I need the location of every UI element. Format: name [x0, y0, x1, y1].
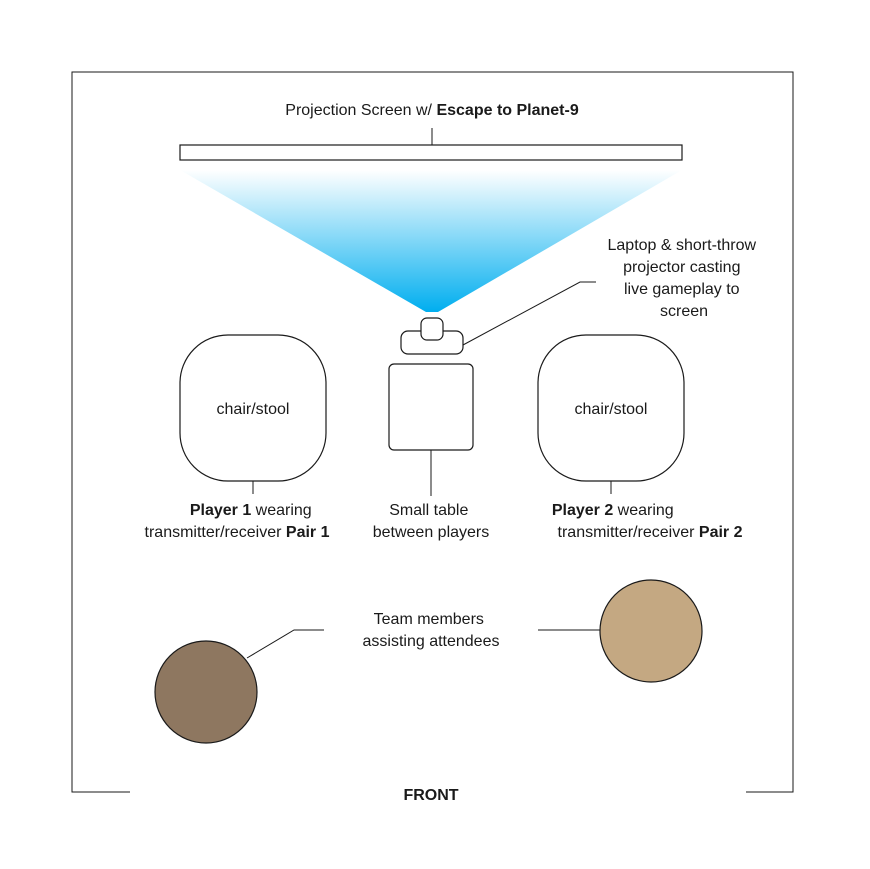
screen-label: Projection Screen w/ Escape to Planet-9 — [285, 102, 579, 119]
projector — [400, 317, 464, 355]
chair-right-label: chair/stool — [575, 401, 648, 418]
projector-label: Laptop & short-throw projector casting l… — [608, 237, 761, 320]
table-label: Small table between players — [373, 502, 490, 541]
small-table — [388, 363, 474, 451]
player1-label: Player 1 wearing transmitter/receiver Pa… — [145, 502, 330, 541]
projection-screen — [179, 128, 683, 161]
room-outline — [71, 71, 794, 793]
team-member-left — [154, 640, 258, 744]
chair-left-label: chair/stool — [217, 401, 290, 418]
screen-bar — [179, 144, 683, 161]
team-member-right — [599, 579, 703, 683]
front-label: FRONT — [403, 787, 458, 804]
team-members-label: Team members assisting attendees — [363, 611, 500, 650]
player2-label: Player 2 wearing transmitter/receiver Pa… — [552, 502, 743, 541]
projector-leader-line — [462, 281, 596, 346]
projection-beam — [180, 170, 682, 312]
short-throw-projector — [420, 317, 444, 341]
team-left-leader-line — [246, 629, 324, 659]
